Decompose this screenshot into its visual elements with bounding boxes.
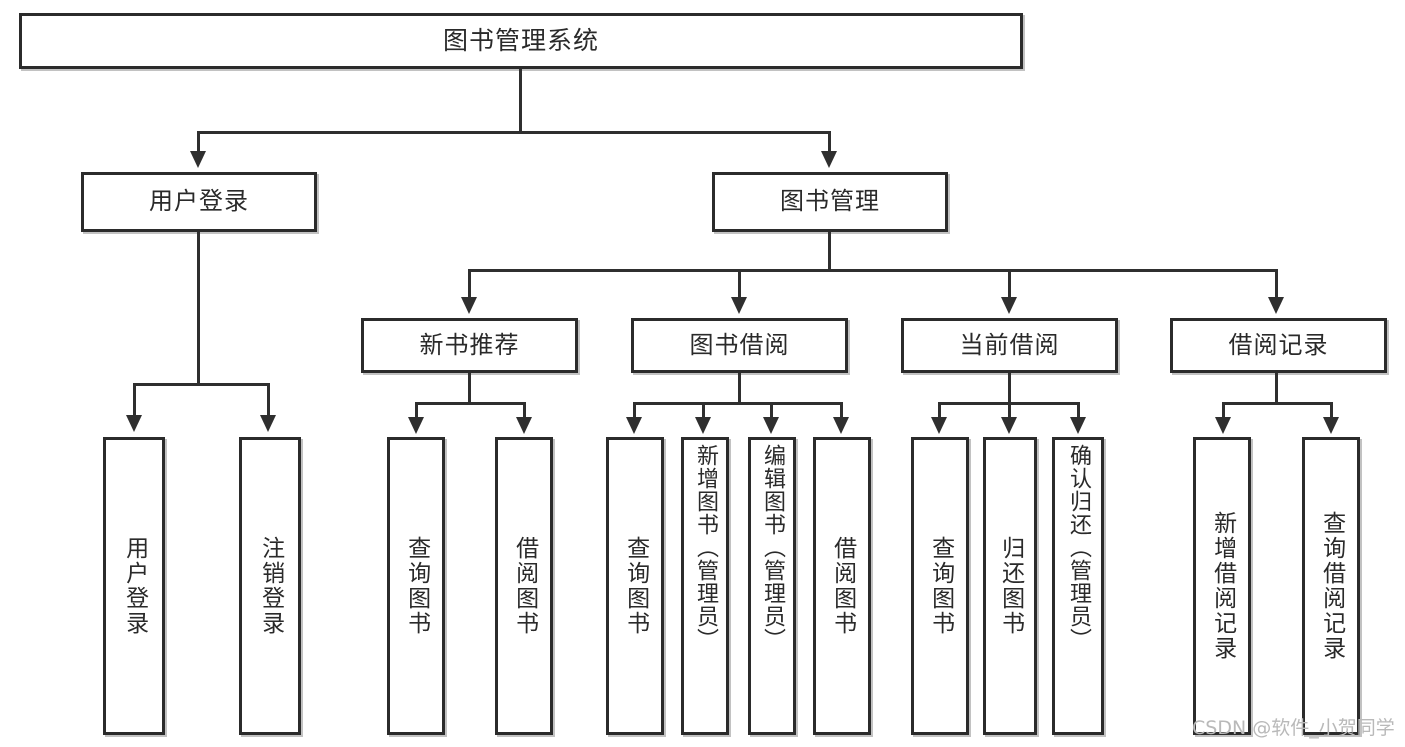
arrow-root-to-bookmgmt (821, 151, 837, 168)
arrow-newbook-to-leaf1 (408, 417, 424, 434)
arrow-login-to-leaf1 (126, 415, 142, 432)
node-borrow-record[interactable]: 借阅记录 (1170, 318, 1387, 373)
node-label: 确认归还（管理员） (1065, 444, 1091, 651)
node-label: 新增借阅记录 (1209, 511, 1236, 661)
connector-root-bar (197, 131, 831, 134)
connector-borrow-to-leaf3 (770, 402, 773, 419)
node-label: 借阅图书 (829, 536, 856, 636)
connector-record-to-leaf1 (1222, 402, 1225, 419)
arrow-bookmgmt-to-current (1001, 297, 1017, 314)
node-label: 用户登录 (121, 536, 148, 636)
connector-current-to-leaf3 (1077, 402, 1080, 419)
connector-login-to-leaf1 (133, 383, 136, 417)
node-current-borrow[interactable]: 当前借阅 (901, 318, 1118, 373)
arrow-borrow-to-leaf3 (763, 417, 779, 434)
connector-login-bar (133, 383, 270, 386)
node-label: 新增图书（管理员） (692, 444, 718, 651)
node-label: 当前借阅 (959, 330, 1060, 359)
connector-root-stem (519, 69, 522, 133)
connector-borrow-stem (738, 373, 741, 404)
connector-newbook-to-leaf2 (523, 402, 526, 419)
connector-bookmgmt-stem (828, 232, 831, 271)
node-label: 借阅图书 (511, 536, 538, 636)
arrow-login-to-leaf2 (260, 415, 276, 432)
connector-root-to-bookmgmt (828, 131, 831, 153)
arrow-newbook-to-leaf2 (516, 417, 532, 434)
arrow-root-to-login (190, 151, 206, 168)
node-user-login[interactable]: 用户登录 (81, 172, 317, 232)
leaf-current-return-book[interactable]: 归还图书 (983, 437, 1037, 735)
connector-record-to-leaf2 (1330, 402, 1333, 419)
connector-borrow-to-leaf1 (633, 402, 636, 419)
arrow-bookmgmt-to-record (1268, 297, 1284, 314)
node-new-book-recommend[interactable]: 新书推荐 (361, 318, 578, 373)
leaf-borrow-edit-book-admin[interactable]: 编辑图书（管理员） (748, 437, 796, 735)
arrow-record-to-leaf1 (1215, 417, 1231, 434)
connector-record-bar (1222, 402, 1333, 405)
node-book-management[interactable]: 图书管理 (712, 172, 948, 232)
node-book-borrow[interactable]: 图书借阅 (631, 318, 848, 373)
connector-login-to-leaf2 (267, 383, 270, 417)
connector-current-stem (1008, 373, 1011, 404)
connector-newbook-stem (468, 373, 471, 404)
arrow-borrow-to-leaf2 (695, 417, 711, 434)
arrow-current-to-leaf1 (931, 417, 947, 434)
node-label: 编辑图书（管理员） (759, 444, 785, 651)
connector-bookmgmt-to-current (1008, 269, 1011, 299)
leaf-logout[interactable]: 注销登录 (239, 437, 301, 735)
node-label: 归还图书 (997, 536, 1024, 636)
node-label: 查询图书 (927, 536, 954, 636)
arrow-record-to-leaf2 (1323, 417, 1339, 434)
leaf-newbook-borrow-book[interactable]: 借阅图书 (495, 437, 553, 735)
arrow-borrow-to-leaf1 (626, 417, 642, 434)
node-label: 查询图书 (622, 536, 649, 636)
node-label: 查询借阅记录 (1318, 511, 1345, 661)
leaf-borrow-borrow-book[interactable]: 借阅图书 (813, 437, 871, 735)
connector-bookmgmt-to-borrow (738, 269, 741, 299)
connector-record-stem (1275, 373, 1278, 404)
node-root-system[interactable]: 图书管理系统 (19, 13, 1023, 69)
connector-newbook-bar (415, 402, 526, 405)
arrow-bookmgmt-to-new (461, 297, 477, 314)
connector-borrow-bar (633, 402, 843, 405)
leaf-newbook-query-book[interactable]: 查询图书 (387, 437, 445, 735)
node-label: 新书推荐 (419, 330, 520, 359)
node-label: 用户登录 (149, 187, 249, 216)
leaf-borrow-query-book[interactable]: 查询图书 (606, 437, 664, 735)
arrow-bookmgmt-to-borrow (731, 297, 747, 314)
connector-newbook-to-leaf1 (415, 402, 418, 419)
leaf-user-login[interactable]: 用户登录 (103, 437, 165, 735)
arrow-borrow-to-leaf4 (833, 417, 849, 434)
leaf-record-query-record[interactable]: 查询借阅记录 (1302, 437, 1360, 735)
connector-root-to-login (197, 131, 200, 153)
connector-current-to-leaf2 (1008, 402, 1011, 419)
node-label: 图书管理 (780, 187, 880, 216)
node-label: 借阅记录 (1228, 330, 1329, 359)
node-label: 注销登录 (257, 536, 284, 636)
connector-bookmgmt-to-record (1275, 269, 1278, 299)
leaf-current-query-book[interactable]: 查询图书 (911, 437, 969, 735)
connector-bookmgmt-to-new (468, 269, 471, 299)
node-label: 查询图书 (403, 536, 430, 636)
leaf-borrow-add-book-admin[interactable]: 新增图书（管理员） (681, 437, 729, 735)
node-label: 图书管理系统 (442, 25, 599, 55)
leaf-record-add-record[interactable]: 新增借阅记录 (1193, 437, 1251, 735)
connector-login-stem (197, 232, 200, 385)
connector-current-to-leaf1 (938, 402, 941, 419)
connector-bookmgmt-bar (468, 269, 1278, 272)
connector-borrow-to-leaf2 (702, 402, 705, 419)
arrow-current-to-leaf2 (1001, 417, 1017, 434)
arrow-current-to-leaf3 (1070, 417, 1086, 434)
leaf-current-confirm-return-admin[interactable]: 确认归还（管理员） (1052, 437, 1104, 735)
connector-borrow-to-leaf4 (840, 402, 843, 419)
node-label: 图书借阅 (689, 330, 790, 359)
